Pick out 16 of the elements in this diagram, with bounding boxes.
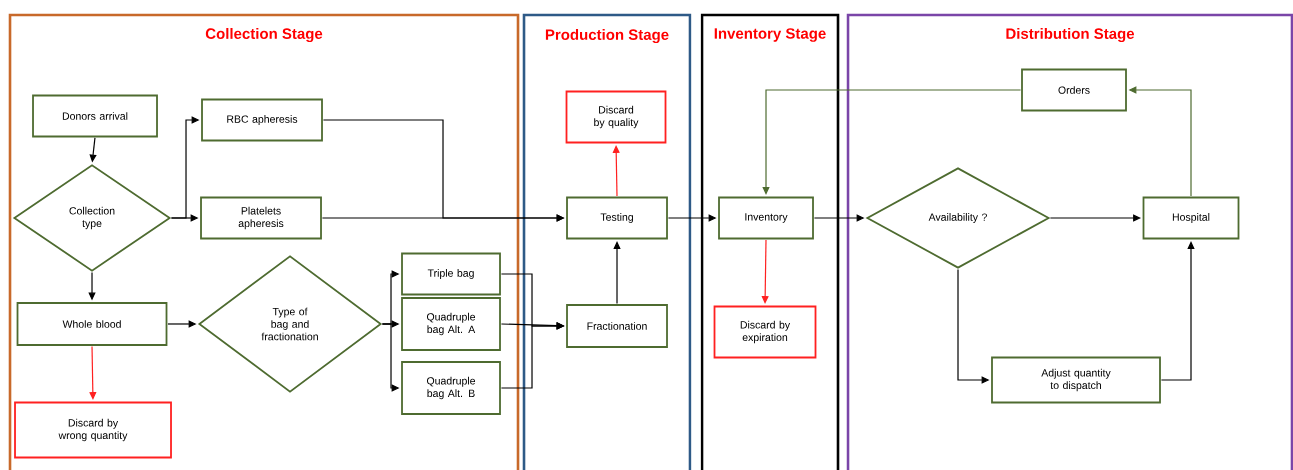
process-box: Triple bag bbox=[401, 252, 501, 296]
process-box: Testing bbox=[566, 196, 668, 240]
process-box: Inventory bbox=[718, 196, 814, 240]
process-box: Quadruple bag Alt. A bbox=[401, 297, 501, 351]
process-box: Hospital bbox=[1142, 196, 1240, 240]
process-box: Discard by wrong quantity bbox=[14, 401, 172, 459]
process-box: Quadruple bag Alt. B bbox=[401, 361, 501, 415]
process-box: Donors arrival bbox=[32, 94, 158, 138]
process-box: RBC apheresis bbox=[201, 98, 323, 142]
process-box: Adjust quantity to dispatch bbox=[991, 356, 1161, 404]
process-box: Orders bbox=[1021, 68, 1127, 112]
process-box: Platelets apheresis bbox=[200, 196, 322, 240]
process-box: Discard by quality bbox=[565, 90, 667, 144]
process-box: Discard by expiration bbox=[713, 305, 817, 359]
process-box: Whole blood bbox=[16, 302, 168, 346]
process-box: Fractionation bbox=[566, 304, 668, 348]
